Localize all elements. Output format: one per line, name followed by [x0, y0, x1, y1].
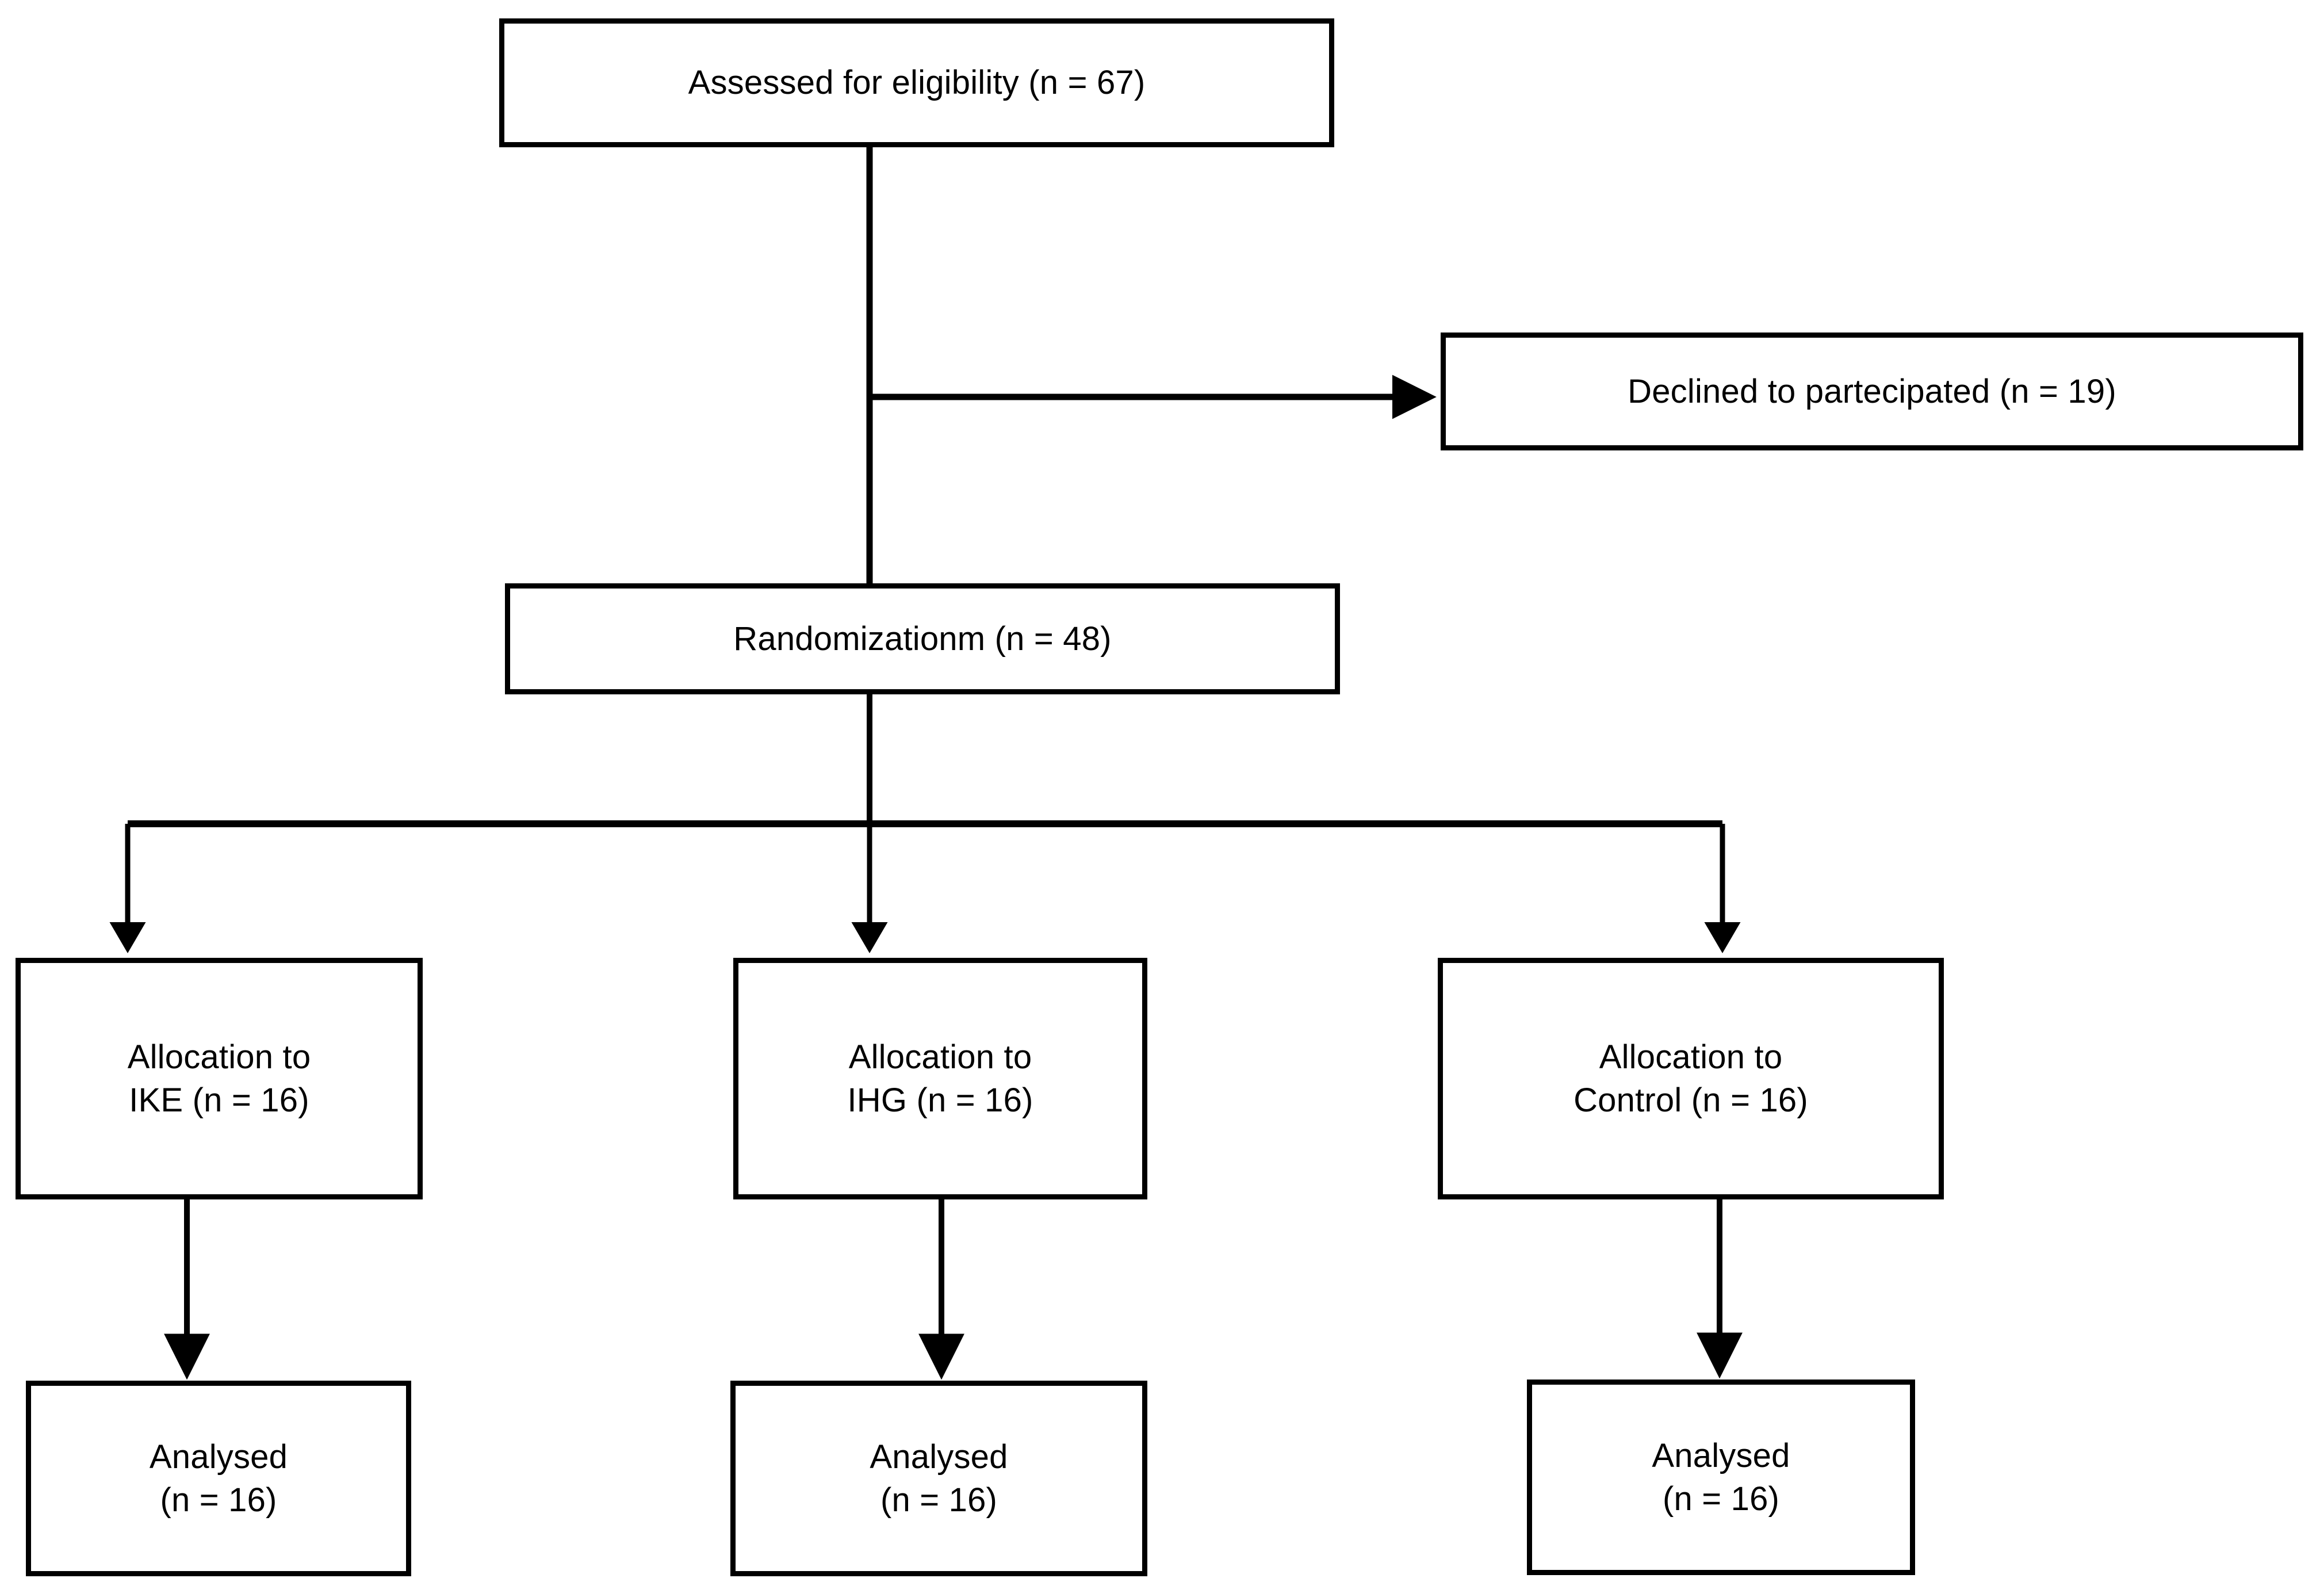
node-randomization: Randomizationm (n = 48): [505, 583, 1340, 694]
node-allocation-ihg: Allocation to IHG (n = 16): [733, 958, 1147, 1199]
node-allocation-control: Allocation to Control (n = 16): [1438, 958, 1944, 1199]
node-declined-to-participate: Declined to partecipated (n = 19): [1441, 333, 2303, 450]
node-assessed-label: Assessed for eligibility (n = 67): [688, 64, 1146, 102]
node-declined-label: Declined to partecipated (n = 19): [1628, 372, 2116, 410]
node-randomization-label: Randomizationm (n = 48): [733, 620, 1112, 658]
node-analysed-ike: Analysed (n = 16): [26, 1381, 411, 1576]
node-assessed-for-eligibility: Assessed for eligibility (n = 67): [499, 18, 1334, 147]
node-analysed-ihg: Analysed (n = 16): [730, 1381, 1147, 1576]
node-allocation-ike: Allocation to IKE (n = 16): [16, 958, 423, 1199]
node-analysed-control-label: Analysed (n = 16): [1652, 1436, 1790, 1518]
node-allocation-control-label: Allocation to Control (n = 16): [1573, 1038, 1808, 1119]
node-allocation-ihg-label: Allocation to IHG (n = 16): [847, 1038, 1033, 1119]
node-analysed-ihg-label: Analysed (n = 16): [870, 1438, 1008, 1519]
node-analysed-ike-label: Analysed (n = 16): [149, 1438, 288, 1519]
node-allocation-ike-label: Allocation to IKE (n = 16): [127, 1038, 311, 1119]
node-analysed-control: Analysed (n = 16): [1527, 1380, 1915, 1575]
